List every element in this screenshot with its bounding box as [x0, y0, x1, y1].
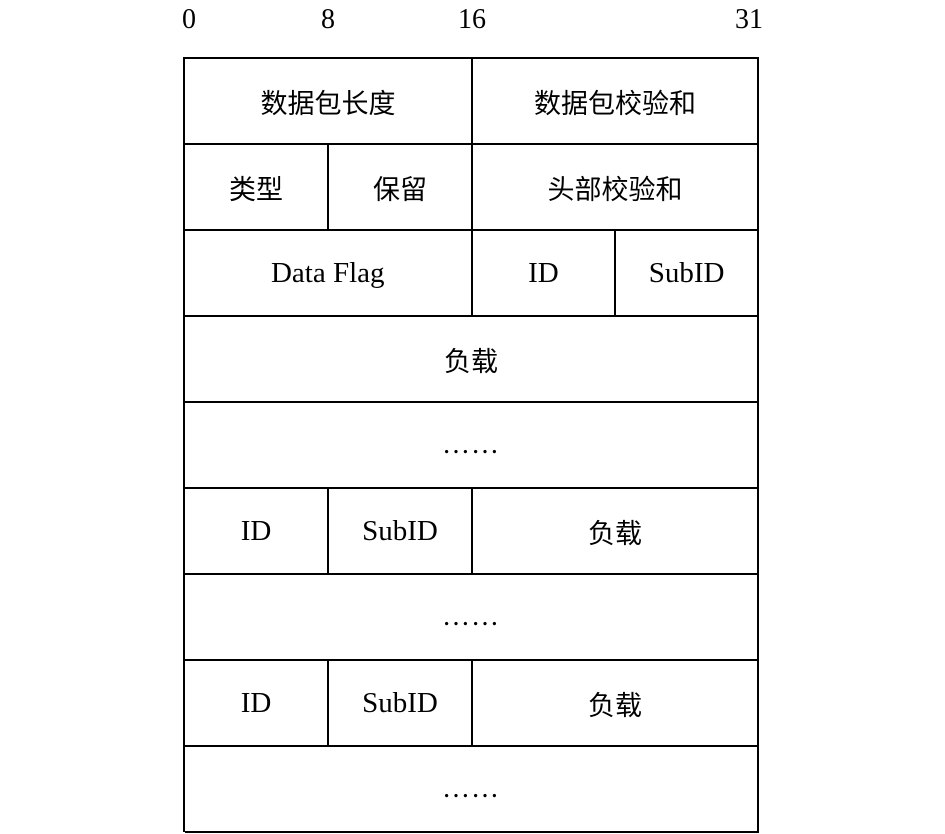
field-subid: SubID [329, 661, 473, 747]
field-id: ID [185, 661, 329, 747]
field-id: ID [472, 231, 617, 317]
field-header-checksum: 头部校验和 [473, 145, 759, 231]
field-payload: 负载 [185, 317, 759, 403]
field-id: ID [185, 489, 329, 575]
row-length-checksum: 数据包长度 数据包校验和 [185, 59, 759, 145]
field-subid: SubID [616, 231, 759, 317]
packet-format-diagram: 数据包长度 数据包校验和 类型 保留 头部校验和 Data Flag ID Su… [183, 57, 759, 833]
bit-offset-31: 31 [735, 4, 763, 35]
field-packet-checksum: 数据包校验和 [473, 59, 759, 145]
field-data-flag: Data Flag [185, 231, 473, 317]
row-ellipsis-3: …… [185, 747, 759, 833]
field-packet-length: 数据包长度 [185, 59, 473, 145]
bit-offset-16: 16 [458, 4, 486, 35]
row-ellipsis-1: …… [185, 403, 759, 489]
bit-offset-0: 0 [182, 4, 196, 35]
ellipsis-continuation: …… [185, 403, 759, 489]
row-payload: 负载 [185, 317, 759, 403]
field-subid: SubID [329, 489, 473, 575]
ellipsis-continuation: …… [185, 747, 759, 833]
row-id-subid-payload-2: ID SubID 负载 [185, 661, 759, 747]
field-payload: 负载 [473, 489, 759, 575]
row-type-reserved-header-checksum: 类型 保留 头部校验和 [185, 145, 759, 231]
row-dataflag-id-subid: Data Flag ID SubID [185, 231, 759, 317]
ellipsis-continuation: …… [185, 575, 759, 661]
field-reserved: 保留 [329, 145, 473, 231]
row-id-subid-payload-1: ID SubID 负载 [185, 489, 759, 575]
field-payload: 负载 [473, 661, 759, 747]
bit-offset-8: 8 [321, 4, 335, 35]
row-ellipsis-2: …… [185, 575, 759, 661]
field-type: 类型 [185, 145, 329, 231]
